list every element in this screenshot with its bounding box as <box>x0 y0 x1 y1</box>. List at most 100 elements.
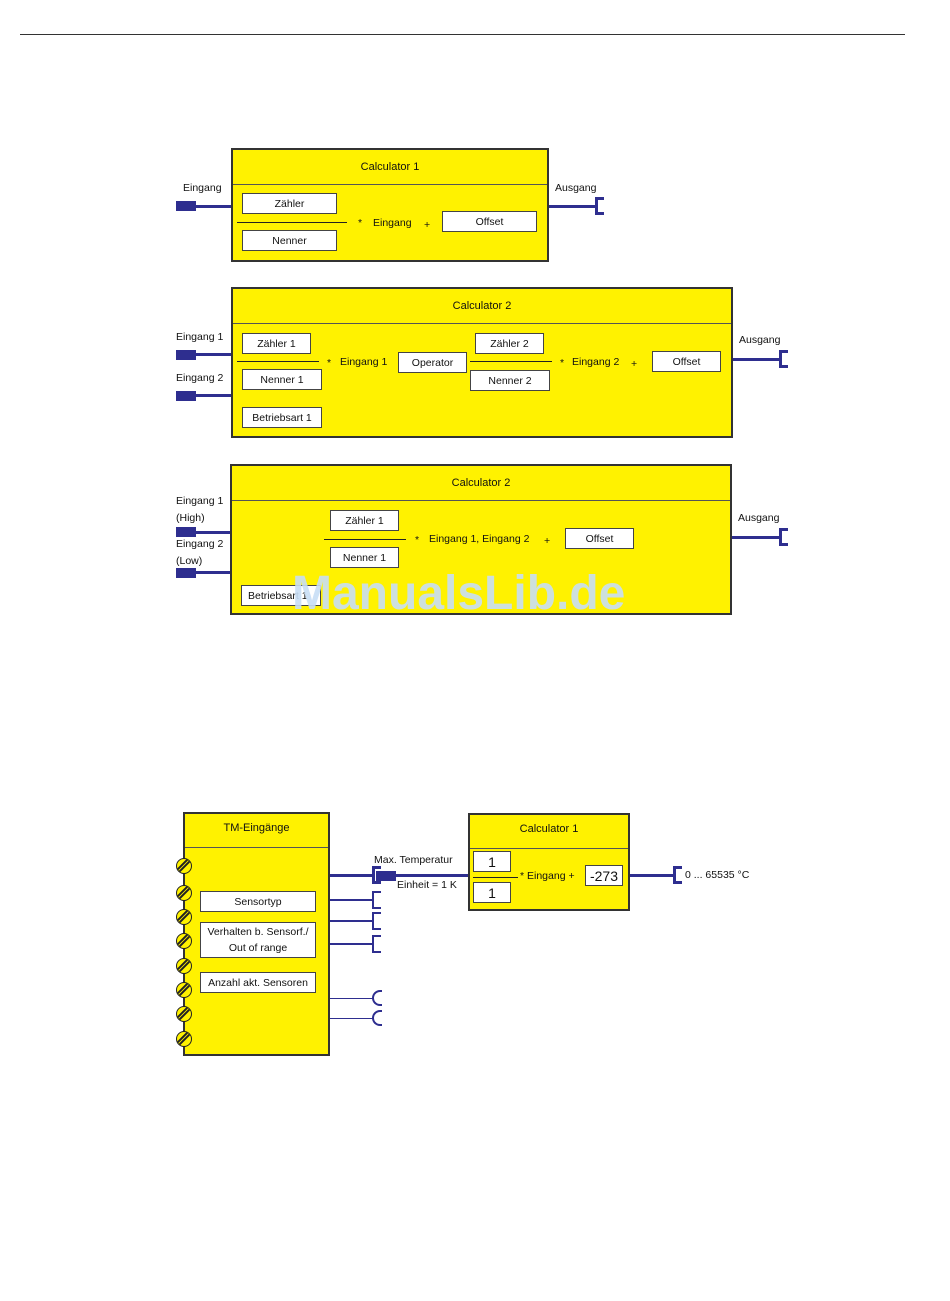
page-top-rule <box>20 34 905 35</box>
tm-output-port <box>372 866 381 884</box>
link-wire <box>396 874 469 877</box>
calc2a-input1-wire <box>194 353 233 356</box>
calc2a-fraction2-line <box>470 361 552 362</box>
terminal-icon <box>176 933 192 949</box>
calc2b-title: Calculator 2 <box>451 477 511 489</box>
calc2a-fraction1-line <box>237 361 319 362</box>
tm-anzahl-field[interactable]: Anzahl akt. Sensoren <box>200 972 316 993</box>
tm-output-port <box>372 891 381 909</box>
calc2a-input1-label: Eingang 1 <box>176 331 224 343</box>
tm-output-wire <box>330 874 372 877</box>
calc-example-offset-field[interactable]: -273 <box>585 865 623 886</box>
calc-example-title: Calculator 1 <box>519 823 579 835</box>
calc2b-input2-plug <box>176 568 196 578</box>
link-label: Max. Temperatur <box>374 854 453 866</box>
tm-output-port <box>372 912 381 930</box>
calc2b-output-port <box>779 528 788 546</box>
calc2b-header-divider <box>232 500 730 501</box>
calc1-mul-sign: * <box>358 217 363 229</box>
tm-verhalten-field[interactable]: Verhalten b. Sensorf./ Out of range <box>200 922 316 958</box>
calc1-header-divider <box>233 184 547 185</box>
calc2b-input2-wire <box>194 571 232 574</box>
calc1-input-plug <box>176 201 196 211</box>
tm-output-round-port <box>372 1010 382 1026</box>
calc-example-output-range: 0 ... 65535 °C <box>685 869 750 881</box>
calc2a-output-label: Ausgang <box>739 334 781 346</box>
calc2a-plus-sign: + <box>631 358 638 370</box>
calc-example-block: Calculator 1 1 1 * Eingang + -273 <box>468 813 630 911</box>
watermark: ManualsLib.de <box>292 567 626 620</box>
calc-example-output-port <box>673 866 682 884</box>
calc2a-nenner1-field[interactable]: Nenner 1 <box>242 369 322 390</box>
calc1-title: Calculator 1 <box>360 161 420 173</box>
tm-header-divider <box>185 847 328 848</box>
tm-output-wire <box>330 943 372 945</box>
calc1-output-wire <box>549 205 595 208</box>
tm-block: TM-Eingänge Sensortyp Verhalten b. Senso… <box>183 812 330 1056</box>
calc2a-input2-wire <box>194 394 233 397</box>
calc2b-zaehler1-field[interactable]: Zähler 1 <box>330 510 399 531</box>
calc2a-offset-field[interactable]: Offset <box>652 351 721 372</box>
calc2a-input2-label: Eingang 2 <box>176 372 224 384</box>
calc1-plus-sign: + <box>424 219 431 231</box>
tm-output-wire <box>330 1018 374 1019</box>
calc2b-block: Calculator 2 Zähler 1 Nenner 1 * Eingang… <box>230 464 732 615</box>
calc1-offset-field[interactable]: Offset <box>442 211 537 232</box>
tm-output-round-port <box>372 990 382 1006</box>
calc2a-header-divider <box>233 323 731 324</box>
calc2b-input1-wire <box>194 531 232 534</box>
calc2b-input2-label: Eingang 2 <box>176 538 224 550</box>
calc2a-zaehler2-field[interactable]: Zähler 2 <box>475 333 544 354</box>
calc2a-betriebsart-field[interactable]: Betriebsart 1 <box>242 407 322 428</box>
calc2b-fraction-line <box>324 539 406 540</box>
calc2b-output-wire <box>732 536 779 539</box>
terminal-icon <box>176 1006 192 1022</box>
calc2a-title: Calculator 2 <box>452 300 512 312</box>
calc1-output-label: Ausgang <box>555 182 597 194</box>
calc2a-input1-plug <box>176 350 196 360</box>
calc2b-betriebsart-field[interactable]: Betriebsart 1 <box>241 585 321 606</box>
calc2b-input1-sublabel: (High) <box>176 512 205 524</box>
calc2a-input2-plug <box>176 391 196 401</box>
calc2a-operator-field[interactable]: Operator <box>398 352 467 373</box>
calc2b-offset-field[interactable]: Offset <box>565 528 634 549</box>
calc2b-input1-label: Eingang 1 <box>176 495 224 507</box>
calc1-output-port <box>595 197 604 215</box>
calc-example-numerator-field[interactable]: 1 <box>473 851 511 872</box>
calc2a-zaehler1-field[interactable]: Zähler 1 <box>242 333 311 354</box>
calc-example-fraction-line <box>473 877 518 878</box>
tm-output-port <box>372 935 381 953</box>
link-plug <box>376 871 396 881</box>
tm-sensortyp-field[interactable]: Sensortyp <box>200 891 316 912</box>
terminal-icon <box>176 958 192 974</box>
calc1-block: Calculator 1 Zähler Nenner * Eingang + O… <box>231 148 549 262</box>
calc1-zaehler-field[interactable]: Zähler <box>242 193 337 214</box>
calc2a-eingang1-text: Eingang 1 <box>340 356 388 368</box>
calc2a-block: Calculator 2 Zähler 1 Nenner 1 * Eingang… <box>231 287 733 438</box>
terminal-icon <box>176 982 192 998</box>
calc-example-formula: * Eingang + <box>520 870 575 882</box>
calc-example-denominator-field[interactable]: 1 <box>473 882 511 903</box>
calc2b-input1-plug <box>176 527 196 537</box>
terminal-icon <box>176 909 192 925</box>
tm-output-wire <box>330 998 374 999</box>
calc1-input-wire <box>194 205 233 208</box>
calc1-nenner-field[interactable]: Nenner <box>242 230 337 251</box>
calc2b-input2-sublabel: (Low) <box>176 555 203 567</box>
link-unit: Einheit = 1 K <box>397 879 457 891</box>
calc2a-output-port <box>779 350 788 368</box>
calc2a-nenner2-field[interactable]: Nenner 2 <box>470 370 550 391</box>
calc-example-output-wire <box>630 874 673 877</box>
calc2b-nenner1-field[interactable]: Nenner 1 <box>330 547 399 568</box>
tm-output-wire <box>330 920 372 922</box>
calc2a-output-wire <box>733 358 779 361</box>
terminal-icon <box>176 885 192 901</box>
terminal-icon <box>176 1031 192 1047</box>
calc1-fraction-line <box>237 222 347 223</box>
calc2a-mul2-sign: * <box>560 357 565 369</box>
tm-verhalten-line1: Verhalten b. Sensorf./ <box>207 926 309 938</box>
calc2a-mul1-sign: * <box>327 357 332 369</box>
tm-title: TM-Eingänge <box>223 822 290 834</box>
tm-output-wire <box>330 899 372 901</box>
calc2a-eingang2-text: Eingang 2 <box>572 356 620 368</box>
